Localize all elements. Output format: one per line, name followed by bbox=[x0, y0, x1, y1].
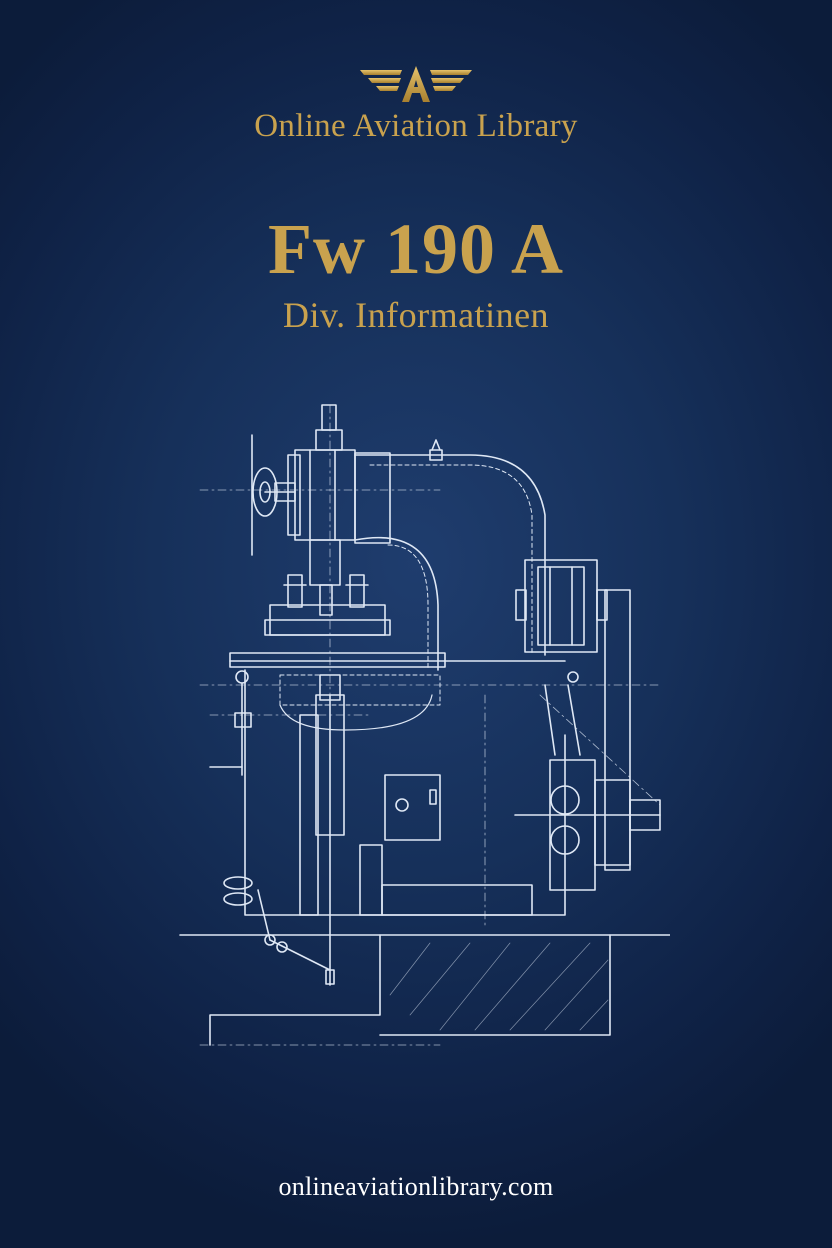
machine-knee bbox=[244, 669, 566, 916]
spindle-head bbox=[287, 404, 356, 616]
hand-wheel-lower bbox=[209, 670, 252, 776]
library-name: Online Aviation Library bbox=[254, 108, 578, 144]
document-title: Fw 190 A bbox=[268, 209, 564, 289]
column-frame bbox=[354, 439, 546, 671]
gearbox bbox=[514, 671, 661, 891]
foot-lever bbox=[223, 876, 335, 986]
motor-housing bbox=[515, 559, 631, 871]
work-table bbox=[229, 574, 566, 668]
hand-wheel-upper bbox=[251, 434, 296, 556]
document-subtitle: Div. Informatinen bbox=[282, 295, 550, 335]
machine-blueprint-drawing bbox=[179, 404, 670, 1046]
foundation bbox=[179, 934, 670, 1046]
footer-url: onlineaviationlibrary.com bbox=[278, 1172, 554, 1201]
winged-a-logo-icon bbox=[360, 66, 472, 102]
